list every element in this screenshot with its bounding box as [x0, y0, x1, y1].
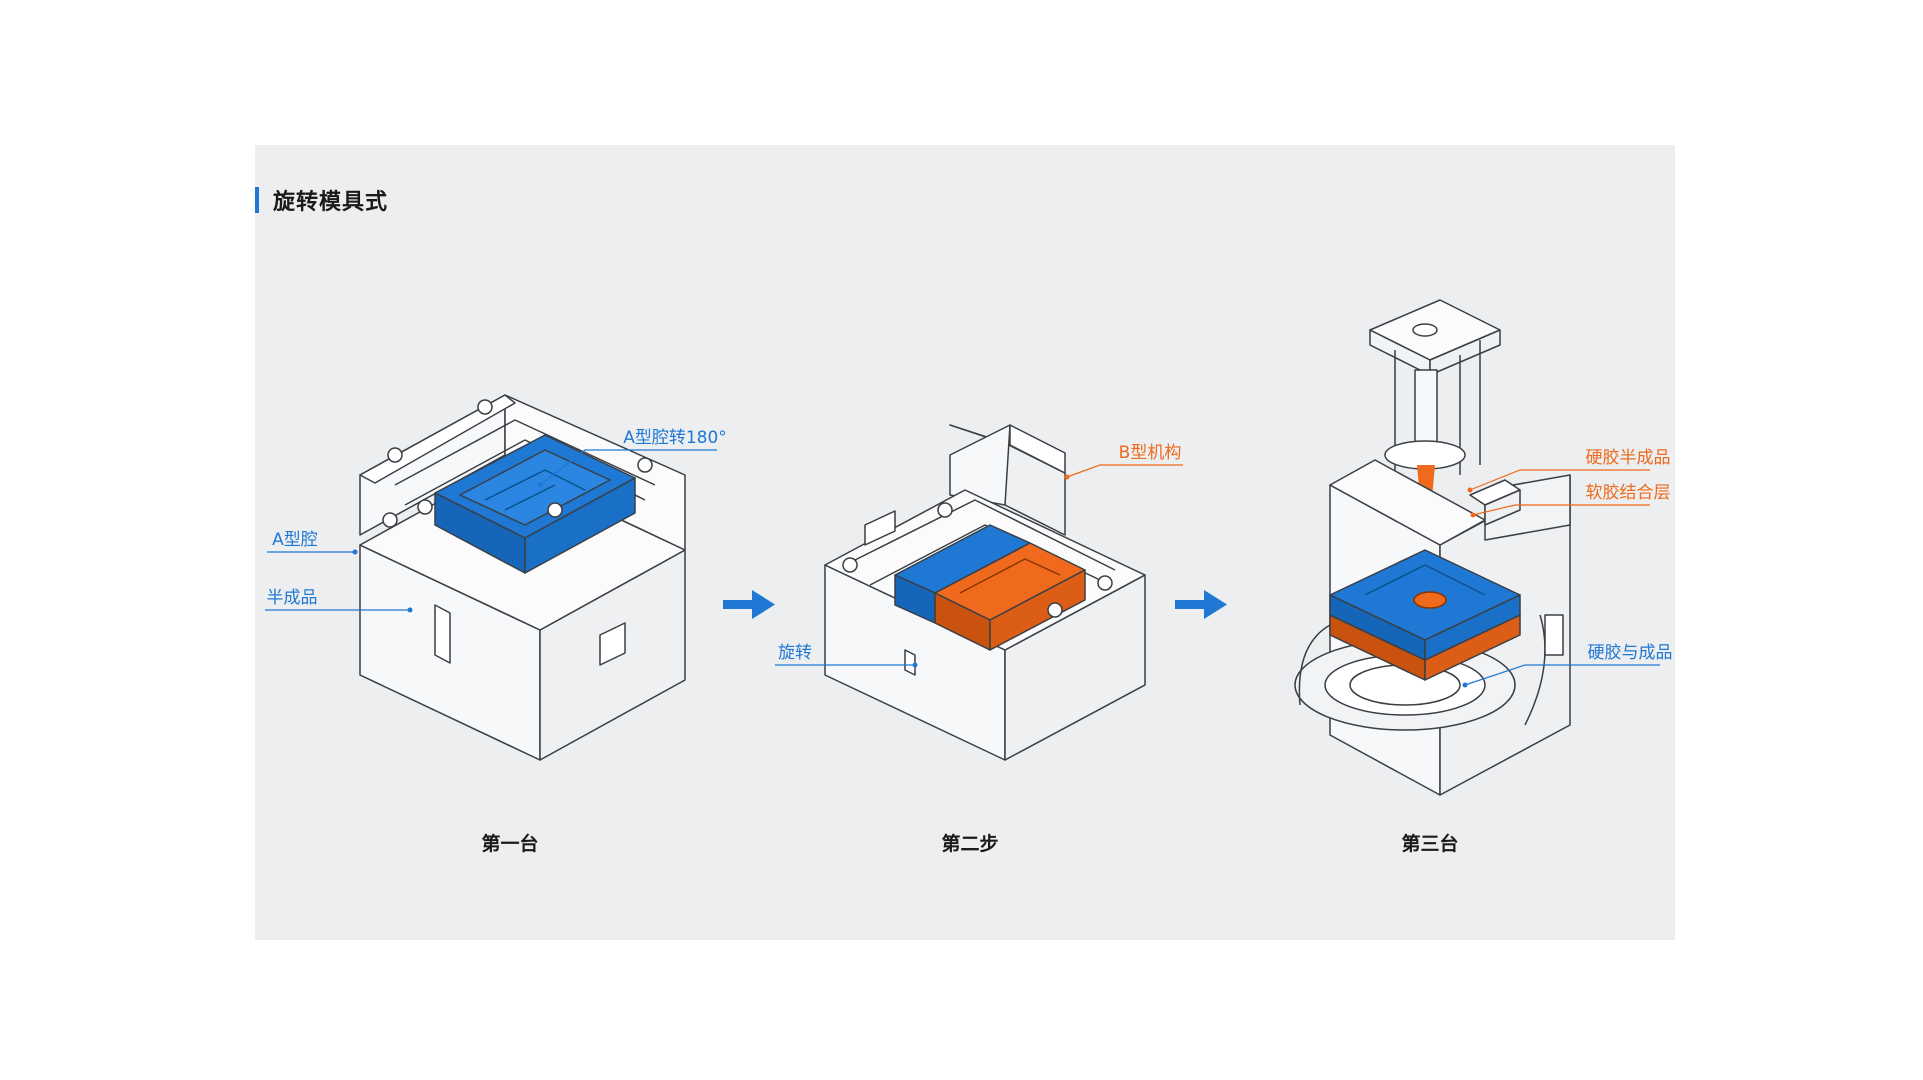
- arrow-right-icon: [723, 590, 775, 619]
- label-cavity-a: A型腔: [272, 530, 318, 550]
- slide-header: 旋转模具式: [255, 185, 388, 215]
- slide-panel: 旋转模具式: [255, 145, 1675, 940]
- label-mechanism-b: B型机构: [1119, 443, 1182, 463]
- label-hard-semi: 硬胶半成品: [1586, 448, 1671, 468]
- step2-leader-lines: [775, 464, 1183, 666]
- step1-mold-illustration: [359, 394, 686, 761]
- label-semi-finished: 半成品: [267, 588, 318, 608]
- caption-step1: 第一台: [481, 832, 538, 855]
- step3-leader-lines: [1464, 469, 1660, 686]
- mold-process-diagram: A型腔转180° A型腔 半成品 第一台: [265, 299, 1673, 855]
- caption-step2: 第二步: [941, 832, 998, 855]
- step3-machine-illustration: [1294, 299, 1571, 796]
- caption-step3: 第三台: [1401, 832, 1458, 855]
- step1-leader-lines: [265, 449, 717, 611]
- label-rotate: 旋转: [778, 643, 812, 663]
- page-title: 旋转模具式: [273, 190, 389, 215]
- label-soft-layer: 软胶结合层: [1586, 483, 1671, 503]
- label-finished: 硬胶与成品: [1588, 643, 1673, 663]
- arrow-right-icon: [1175, 590, 1227, 619]
- step2-mold-illustration: [824, 424, 1146, 761]
- title-accent-bar: [255, 187, 259, 213]
- label-rotate-a: A型腔转180°: [623, 428, 727, 448]
